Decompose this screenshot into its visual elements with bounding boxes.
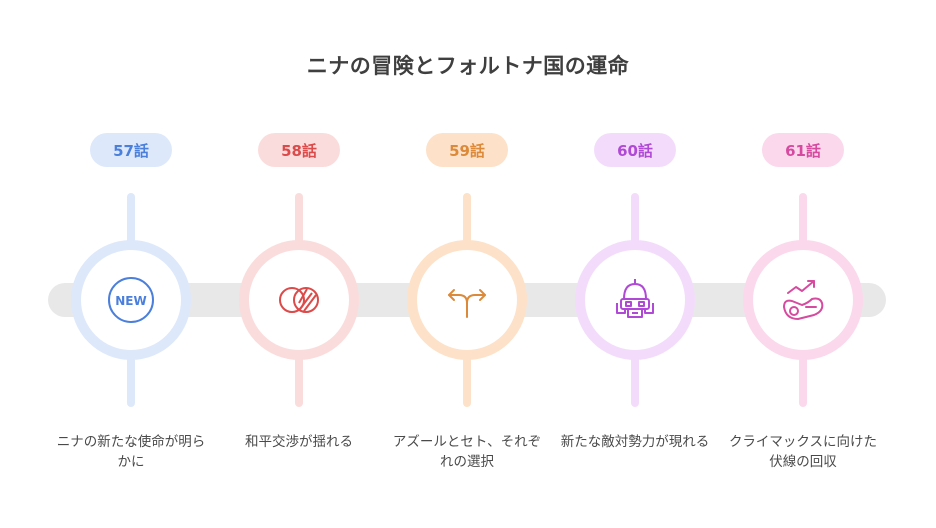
rising-trend-icon (783, 280, 824, 320)
stem-top (127, 193, 135, 255)
timeline-step-60: 60話 新たな敵対勢力が現れる (551, 0, 719, 528)
step-caption: クライマックスに向けた伏線の回収 (728, 434, 878, 470)
stem-top (295, 193, 303, 255)
stem-bottom (463, 345, 471, 407)
icon-ring: NEW (71, 240, 191, 360)
stem-top (631, 193, 639, 255)
timeline-step-59: 59話 アズールとセト、それぞれの選択 (383, 0, 551, 528)
stem-top (463, 193, 471, 255)
episode-badge: 61話 (762, 133, 844, 167)
new-badge-icon: NEW (108, 277, 154, 323)
stem-bottom (799, 345, 807, 407)
stem-top (799, 193, 807, 255)
overlapping-circles-icon (279, 287, 319, 313)
robot-icon (616, 279, 654, 318)
svg-text:NEW: NEW (115, 294, 146, 308)
timeline-step-57: 57話 NEW ニナの新たな使命が明らかに (47, 0, 215, 528)
step-caption: アズールとセト、それぞれの選択 (392, 434, 542, 470)
episode-badge: 60話 (594, 133, 676, 167)
step-caption: 和平交渉が揺れる (245, 434, 353, 450)
step-caption: 新たな敵対勢力が現れる (560, 434, 710, 450)
stem-bottom (127, 345, 135, 407)
episode-badge: 58話 (258, 133, 340, 167)
step-caption: ニナの新たな使命が明らかに (56, 434, 206, 470)
stem-bottom (631, 345, 639, 407)
episode-badge: 59話 (426, 133, 508, 167)
icon-ring (743, 240, 863, 360)
episode-badge: 57話 (90, 133, 172, 167)
page-title: ニナの冒険とフォルトナ国の運命 (306, 54, 630, 78)
icon-ring (239, 240, 359, 360)
timeline-step-58: 58話 和平交渉が揺れる (215, 0, 383, 528)
split-arrows-icon (448, 289, 486, 318)
icon-ring (575, 240, 695, 360)
timeline-step-61: 61話 クライマックスに向けた伏線の回収 (719, 0, 887, 528)
stem-bottom (295, 345, 303, 407)
icon-ring (407, 240, 527, 360)
